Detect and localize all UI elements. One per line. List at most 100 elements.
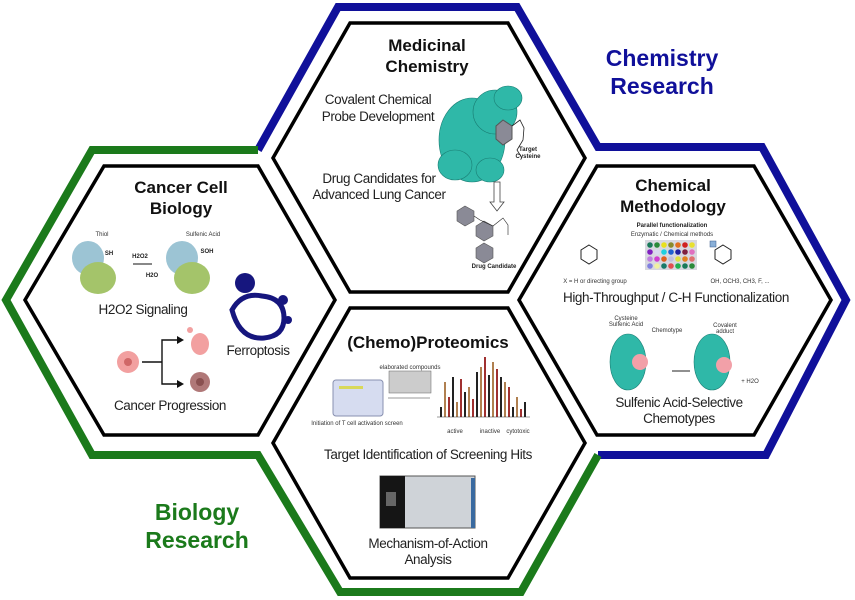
well [647,242,653,248]
hex-cancer-cell-biology [22,164,338,437]
cytotoxic-label: cytotoxic [506,429,529,435]
groups-label: OH, OCH3, CH3, F, ... [710,279,769,285]
sulfenic-protein-left [609,333,648,391]
screening-plate [332,379,384,417]
well [661,256,667,262]
target-identification-label: Target Identification of Screening Hits [324,447,533,462]
bar-chart-graphic [440,357,526,417]
active-label: active [447,429,463,435]
bar [492,362,494,417]
bar [440,407,442,417]
bar [520,409,522,417]
bar [476,372,478,417]
bar [480,367,482,417]
well [661,249,667,255]
well [654,249,660,255]
benzene-icon [580,244,598,265]
biology-frame [1,146,602,596]
inactive-label: inactive [480,429,501,435]
chemistry-frame [254,2,851,459]
well [654,256,660,262]
well [689,242,695,248]
cancer-progression-label: Cancer Progression [114,398,226,413]
bar [448,397,450,417]
ferroptosis-icon [229,273,292,341]
well [654,263,660,269]
well [682,256,688,262]
bar [444,382,446,417]
bar [484,357,486,417]
ferroptosis-label: Ferroptosis [226,343,290,358]
bar [456,402,458,417]
well [647,263,653,269]
well [668,242,674,248]
well [647,249,653,255]
water-label: + H2O [741,379,759,385]
cancer-cell-icon [117,327,210,392]
bar [508,387,510,417]
well [675,242,681,248]
compounds-label: elaborated compounds [379,365,440,371]
substituent-icon [709,240,717,248]
h2o2-signaling-label: H2O2 Signaling [99,302,188,317]
well [682,242,688,248]
bar [512,407,514,417]
hex-chemical-methodology [516,164,834,437]
covalent-adduct-protein [693,333,732,391]
bar [488,375,490,417]
well [675,263,681,269]
down-arrow-icon [489,181,505,212]
bar [500,377,502,417]
screen-label: Initiation of T cell activation screen [311,421,403,427]
drug-candidate-label: Drug Candidate [472,264,517,270]
benzene-product-icon [714,244,732,265]
protein-structure-teal [437,85,523,183]
bar [472,399,474,417]
x-note-label: X = H or directing group [563,279,627,285]
sulfenic-protein [166,241,210,294]
well-plate-colors [645,240,697,270]
well [675,256,681,262]
well [689,256,695,262]
well [668,256,674,262]
well [689,263,695,269]
well [661,242,667,248]
bar [460,379,462,417]
linker-icon [511,119,525,159]
well [682,263,688,269]
bar [524,402,526,417]
thiol-protein [72,241,116,294]
high-throughput-label: High-Throughput / C-H Functionalization [563,290,789,305]
h2o2-label: H2O2 [132,254,148,260]
hex-proteomics [270,306,588,580]
sulfenic-label: Sulfenic Acid [186,232,220,238]
well [647,256,653,262]
well [661,263,667,269]
sh-label: SH [105,251,113,257]
soh-label: SOH [200,249,213,255]
drug-candidate-molecule [456,205,509,264]
bar [504,382,506,417]
well [654,242,660,248]
well [682,249,688,255]
parallel-label: Parallel functionalization [637,223,708,229]
well [668,249,674,255]
chemotype-label: Chemotype [652,328,683,334]
proteomics-title: (Chemo)Proteomics [347,333,509,352]
methods-label: Enzymatic / Chemical methods [631,232,713,238]
well [689,249,695,255]
mass-spectrometer-image [379,475,476,529]
bar [496,369,498,417]
compound-box [388,370,432,394]
